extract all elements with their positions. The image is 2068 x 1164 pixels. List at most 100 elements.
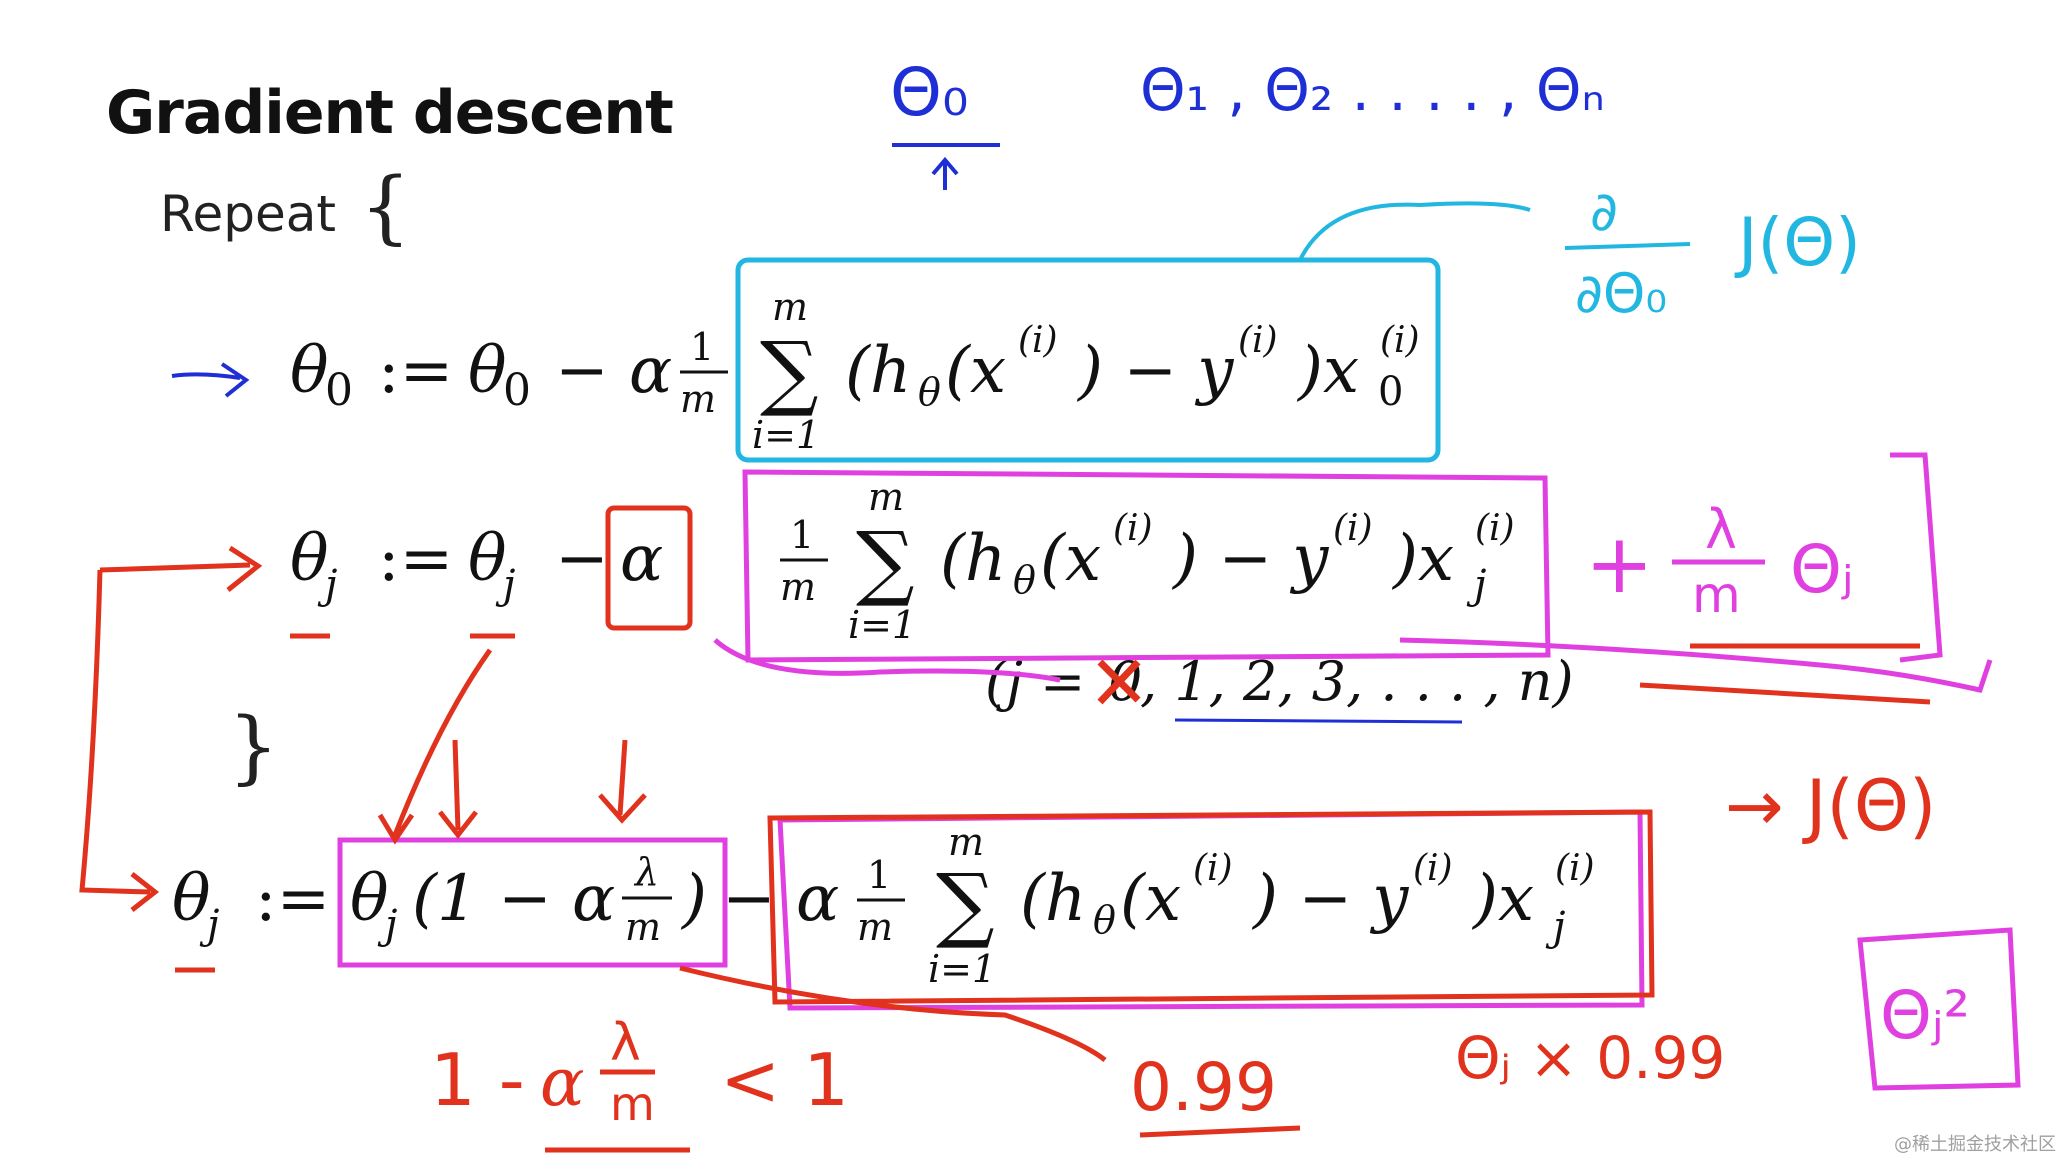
eq1-frac-num: 1 <box>690 325 714 369</box>
eq2-sum-bottom: i=1 <box>848 603 916 647</box>
theta-j-sq-box <box>1857 927 2021 1091</box>
open-brace: { <box>360 160 411 253</box>
eq2-x-sub: j <box>1466 562 1486 608</box>
ineq-m: m <box>610 1077 655 1131</box>
handwritten-value: 0.99 <box>1130 1049 1277 1126</box>
thetaj-simplified-equation: θ j := θ j (1 − α λ m ) − α 1 m m ∑ i=1 … <box>172 820 1595 991</box>
eq3-sum-box <box>767 809 1655 1005</box>
eq2-lhs: θ <box>290 522 329 596</box>
thetaj-update-equation: θ j := θ j − α 1 m m ∑ i=1 (h θ (x (i) )… <box>290 475 1515 647</box>
ineq-alpha: α <box>540 1044 585 1121</box>
magenta-curve-right <box>1399 637 1993 693</box>
eq2-frac-num: 1 <box>790 513 814 557</box>
ineq-lambda: λ <box>610 1013 641 1073</box>
red-arrow-1 <box>377 648 493 845</box>
cyan-connector <box>1298 201 1531 261</box>
eq1-sum-top: m <box>772 285 808 329</box>
handwritten-theta-j: Θⱼ <box>1790 531 1854 608</box>
eq1-body-sub: θ <box>918 370 941 414</box>
repeat-label: Repeat <box>160 185 337 243</box>
eq2-sup-i-2: (i) <box>1333 508 1373 549</box>
index-struck: 0 <box>1108 650 1142 713</box>
watermark: @稀土掘金技术社区 <box>1894 1134 2056 1155</box>
eq1-sum-box <box>735 257 1441 463</box>
eq2-body-sub: θ <box>1013 558 1036 602</box>
theta-zero-arrow <box>931 156 959 190</box>
eq2-assign: := <box>378 522 453 596</box>
eq2-alpha: α <box>620 522 663 596</box>
eq1-lhs-sub: 0 <box>325 365 353 416</box>
eq2-frac-den: m <box>780 565 816 609</box>
eq2-body: (h <box>940 522 1006 596</box>
eq1-body: (h <box>845 334 911 408</box>
arrow-icon <box>171 362 250 398</box>
eq1-minus-alpha: − α <box>555 334 672 408</box>
eq3-sup-i-3: (i) <box>1555 848 1595 889</box>
eq3-body-end: )x <box>1471 862 1534 936</box>
handwritten-theta-zero: Θ₀ <box>890 54 968 131</box>
index-rest: , 1, 2, 3, . . . , n) <box>1140 650 1574 713</box>
red-arrow-3 <box>598 739 647 824</box>
eq3-frac-den: m <box>857 905 893 949</box>
eq2-body-end: )x <box>1391 522 1454 596</box>
eq3-factor: θ <box>350 862 389 936</box>
eq3-body-mid: ) − y <box>1251 862 1409 936</box>
handwritten-cost-right: → J(Θ) <box>1725 765 1936 847</box>
strike-x-mark <box>1097 659 1141 705</box>
eq3-frac-num: 1 <box>867 853 891 897</box>
eq3-paren: (1 − α <box>412 862 615 936</box>
red-underline-right <box>1639 682 1931 705</box>
theta-zero-annotation: Θ₀ Θ₁ , Θ₂ . . . . , Θₙ <box>890 54 1605 190</box>
eq1-lhs: θ <box>290 334 329 408</box>
close-brace: } <box>228 700 279 793</box>
eq3-close: ) <box>680 862 707 936</box>
eq1-sum-symbol: ∑ <box>760 325 819 420</box>
partial-num: ∂ <box>1590 180 1618 243</box>
eq2-body-x: (x <box>1040 522 1101 596</box>
eq3-body-x: (x <box>1120 862 1181 936</box>
eq1-sum-bottom: i=1 <box>752 413 820 457</box>
eq2-minus: − <box>555 522 609 596</box>
handwritten-lambda: λ <box>1705 498 1737 561</box>
eq3-sum-bottom: i=1 <box>928 947 996 991</box>
eq1-sup-i-2: (i) <box>1238 320 1278 361</box>
eq1-body-x: (x <box>945 334 1006 408</box>
eq2-rhs-theta: θ <box>468 522 507 596</box>
value-underline <box>1139 1125 1301 1138</box>
magenta-curve-left <box>713 638 1061 683</box>
eq3-lambda: λ <box>633 850 659 894</box>
red-annotations: 1 - α λ m < 1 0.99 Θⱼ × 0.99 → J(Θ) <box>79 505 1936 1153</box>
eq3-body: (h <box>1020 862 1086 936</box>
partial-bar <box>1564 242 1691 250</box>
eq1-frac-den: m <box>680 377 716 421</box>
handwritten-plus: + <box>1585 517 1654 612</box>
partial-derivative-annotation: ∂ ∂Θ₀ J(Θ) <box>735 180 1861 463</box>
handwritten-theta-j-sq: Θⱼ² <box>1880 977 1970 1054</box>
eq3-lhs: θ <box>172 862 211 936</box>
ineq-lt: < 1 <box>720 1038 849 1122</box>
eq2-sup-i-3: (i) <box>1475 508 1515 549</box>
handwritten-m: m <box>1692 566 1741 624</box>
eq1-sup-i-3: (i) <box>1380 320 1420 361</box>
red-arrow-top <box>99 545 263 592</box>
eq3-body-sub: θ <box>1093 898 1116 942</box>
eq3-factor-box <box>337 837 728 968</box>
magenta-right-bracket <box>1890 452 1943 663</box>
eq2-sum-top: m <box>868 475 904 519</box>
eq1-body-mid: ) − y <box>1076 334 1234 408</box>
partial-den: ∂Θ₀ <box>1575 262 1667 325</box>
index-underline <box>1174 718 1463 724</box>
red-arrow-loop <box>79 569 160 912</box>
eq1-assign: := <box>378 334 453 408</box>
eq3-sum-symbol: ∑ <box>936 857 995 952</box>
eq3-x-sub: j <box>1545 904 1565 950</box>
eq3-assign: := <box>255 862 330 936</box>
eq1-sup-i-1: (i) <box>1018 320 1058 361</box>
slide-title: Gradient descent <box>106 78 674 148</box>
eq1-rhs-theta: θ <box>468 334 507 408</box>
eq3-sum-top: m <box>948 820 984 864</box>
handwritten-cost: J(Θ) <box>1734 204 1861 281</box>
theta0-update-equation: θ 0 := θ 0 − α 1 m m ∑ i=1 (h θ (x (i) )… <box>290 285 1420 457</box>
index-range: (j = 0 , 1, 2, 3, . . . , n) <box>985 650 1574 724</box>
